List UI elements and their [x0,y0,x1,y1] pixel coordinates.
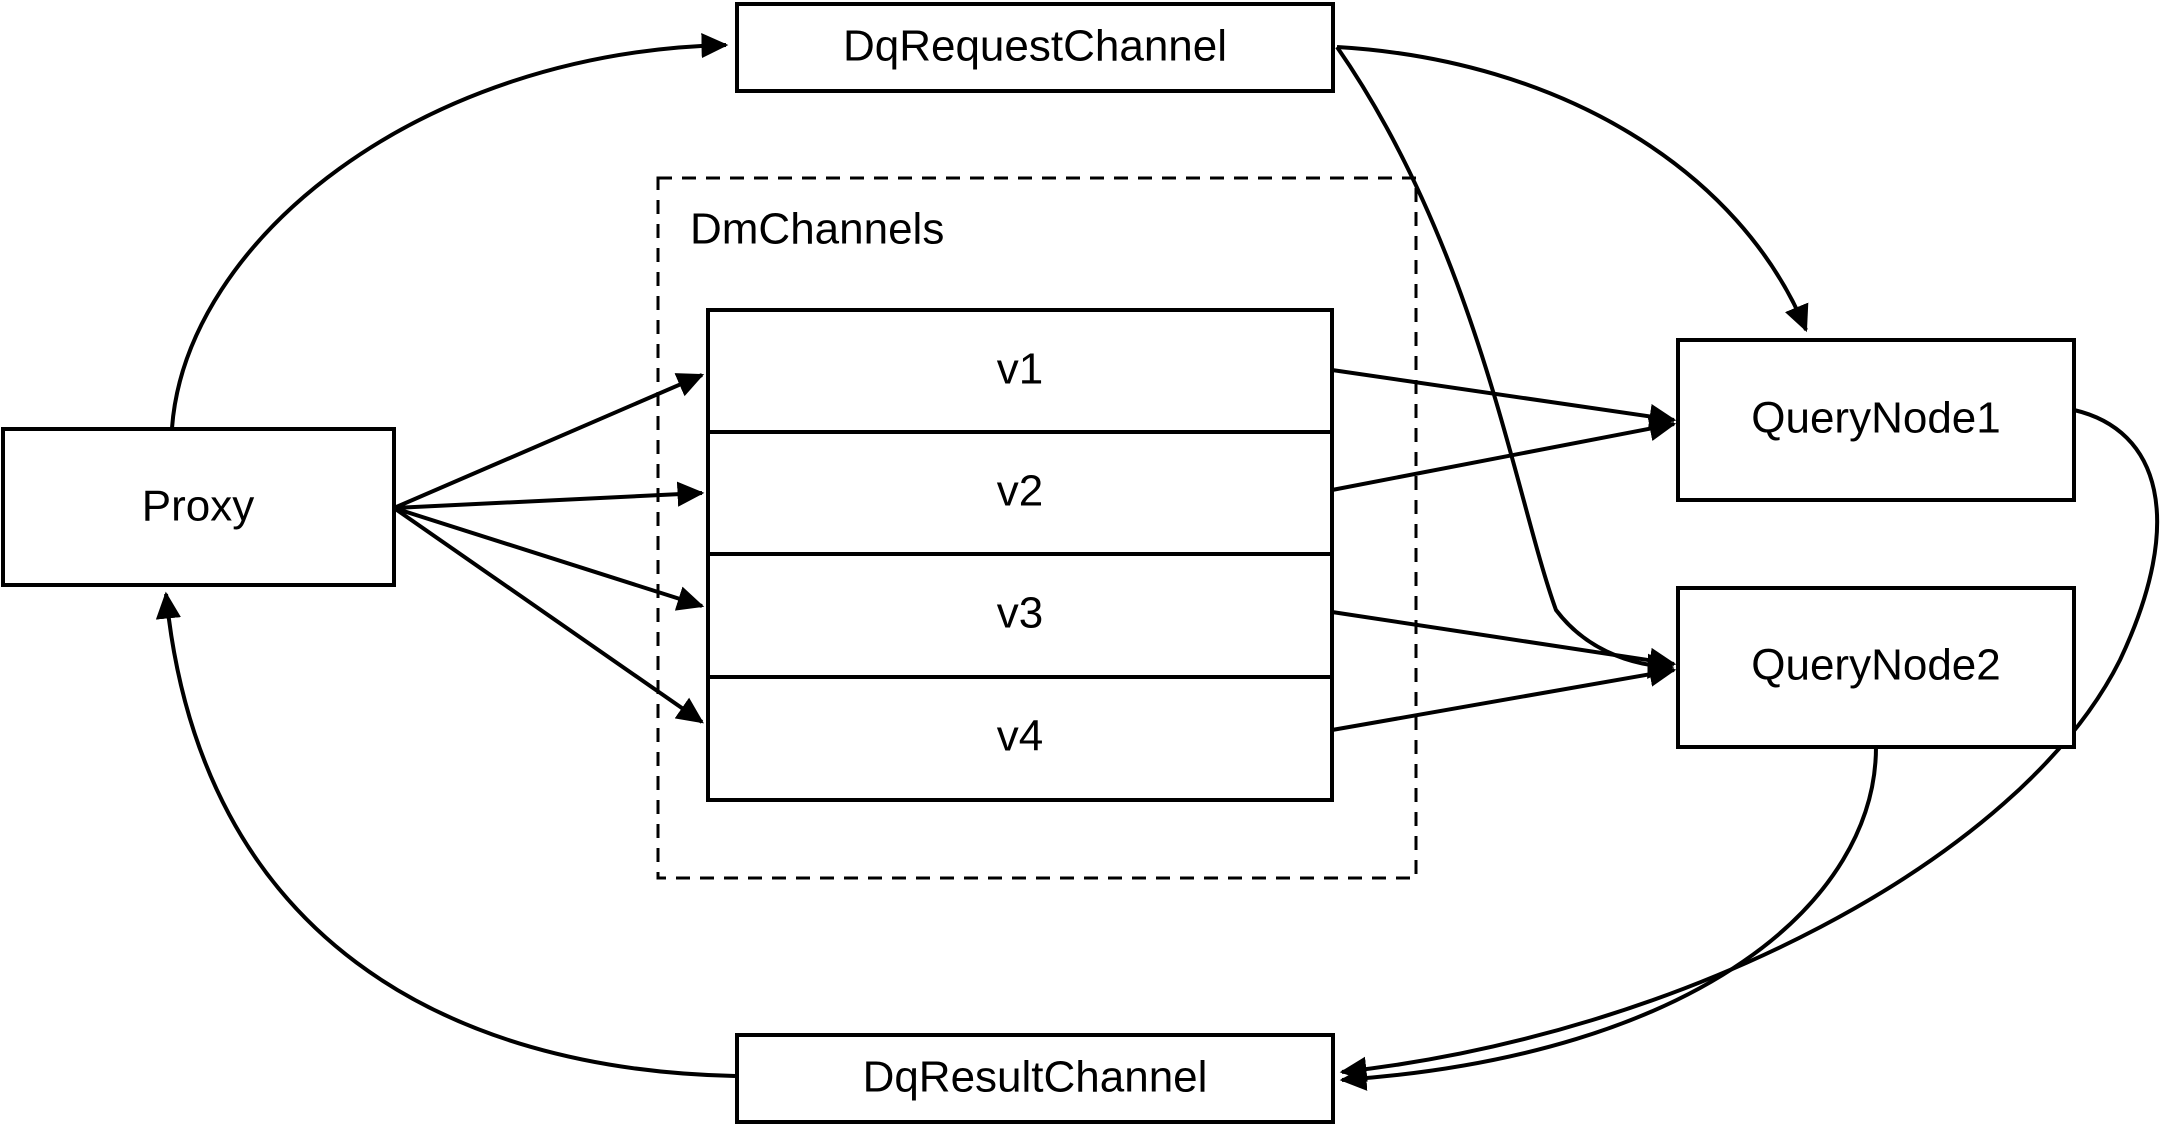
edge-v1-to-querynode1 [1331,368,1677,429]
node-dqresultchannel-label: DqResultChannel [863,1053,1208,1102]
edge-v3-to-querynode2 [1331,610,1677,673]
dmchannels-group-box [656,176,1418,880]
edge-proxy-to-v3 [393,506,705,611]
shard-label-v4: v4 [997,712,1043,761]
node-querynode1-label: QueryNode1 [1751,394,2000,443]
node-dqresultchannel-box[interactable] [735,1033,1335,1124]
edge-querynode1-to-dqresultchannel [1339,408,2160,1082]
edge-dqresultchannel-to-proxy [155,591,736,1078]
node-querynode1-box[interactable] [1676,338,2076,502]
edge-proxy-to-v1 [393,373,705,510]
edge-proxy-to-v4 [392,506,704,724]
edge-proxy-to-dqrequestchannel [170,32,729,429]
dmchannels-group-label: DmChannels [690,205,944,254]
shard-label-v3: v3 [997,589,1043,638]
node-querynode2-box[interactable] [1676,586,2076,749]
shard-label-v2: v2 [997,467,1043,516]
node-dqrequestchannel-box[interactable] [735,2,1335,93]
edge-querynode2-to-dqresultchannel [1339,746,1878,1091]
shard-label-v1: v1 [997,345,1043,394]
edge-v4-to-querynode2 [1331,661,1677,732]
edge-v2-to-querynode1 [1331,416,1677,492]
node-proxy-box[interactable] [1,427,396,587]
node-querynode2-label: QueryNode2 [1751,641,2000,690]
node-proxy-label: Proxy [142,482,254,531]
edge-dqrequestchannel-to-querynode2 [1335,45,1675,679]
edge-proxy-to-v2 [393,481,705,510]
edge-dqrequestchannel-to-querynode1 [1336,45,1809,333]
node-dqrequestchannel-label: DqRequestChannel [843,22,1227,71]
